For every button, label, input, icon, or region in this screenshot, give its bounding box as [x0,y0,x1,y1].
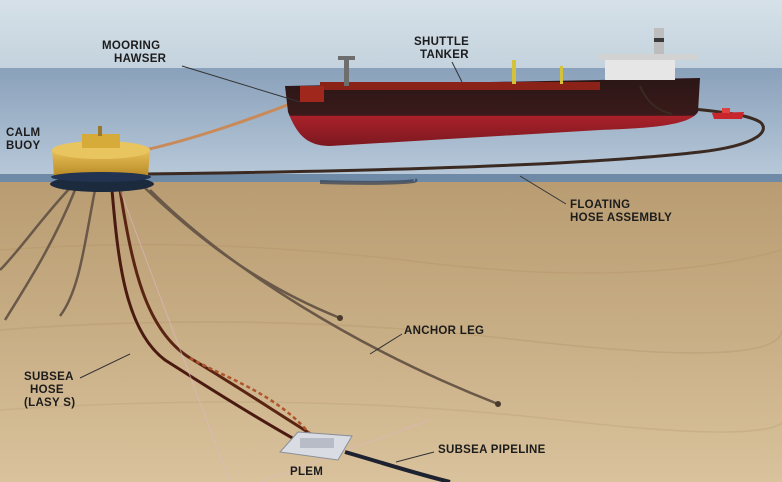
label-anchor-leg: ANCHOR LEG [404,325,484,338]
label-line: HOSE ASSEMBLY [570,212,673,224]
label-line: PLEM [290,466,324,478]
label-mooring-hawser: MOORING HAWSER [102,40,166,66]
buoy-turntable [82,134,120,148]
anchor-leg [149,189,499,406]
label-line: (LASY S) [24,397,76,409]
tanker-bow-house [300,86,324,102]
tanker-mast-top [338,56,355,60]
plem-manifold [300,438,334,448]
seabed-guide [259,419,431,482]
label-calm-buoy: CALM BUOY [6,127,40,153]
label-shuttle-tanker: SHUTTLE TANKER [414,36,469,62]
label-line: TANKER [420,49,469,61]
tanker-funnel-band [654,38,664,42]
anchor-point [495,401,501,407]
shuttle-tanker [285,28,700,146]
label-line: SUBSEA PIPELINE [438,444,546,456]
leader-subsea-pipeline [395,451,435,463]
leader-subsea-hose [79,353,131,379]
anchor-leg [59,189,97,317]
leader-anchor-leg [369,333,403,355]
label-line: CALM [6,127,41,139]
mooring-hawser [144,98,301,152]
seabed-guide [119,189,231,482]
seabed-ripple [0,321,782,354]
label-plem: PLEM [290,466,323,479]
label-floating-hose-assembly: FLOATING HOSE ASSEMBLY [570,199,672,225]
leader-mooring-hawser [181,65,301,103]
anchor-leg [3,189,77,321]
label-line: SUBSEA [24,371,74,383]
tanker-superstructure [605,58,675,80]
buoy-skirt [51,172,151,182]
water-section-edge [0,174,782,182]
tanker-crane [560,66,563,84]
subsea-hose-float [189,356,316,441]
subsea-pipeline [344,450,451,482]
calm-buoy [50,126,154,192]
label-line: BUOY [6,140,41,152]
subsea-hose [110,189,311,450]
label-subsea-hose: SUBSEA HOSE (LASY S) [24,371,75,410]
tanker-bridge-wing [598,54,698,60]
seabed [0,182,782,482]
plem-structure [278,431,353,461]
label-line: ANCHOR LEG [404,325,485,337]
seabed-ripple [0,243,782,274]
tanker-stern-hose [639,85,673,115]
leader-shuttle-tanker [451,61,463,83]
anchor-point [337,315,343,321]
support-boat [712,112,744,119]
support-boat-cabin [722,108,730,113]
label-line: SHUTTLE [414,36,470,48]
label-line: HAWSER [114,53,167,65]
label-line: HOSE [30,384,64,396]
tanker-crane [512,60,516,84]
label-subsea-pipeline: SUBSEA PIPELINE [438,444,546,457]
buoy-top [52,141,150,159]
subsea-hose [118,189,331,448]
buoy-mast [98,126,102,136]
tanker-mast [344,58,349,86]
anchor-leg [0,187,71,271]
label-line: MOORING [102,40,161,52]
leader-floating-hose [519,175,567,205]
seabed-ripple [0,401,782,433]
floating-hose-shadow [319,178,418,185]
label-line: FLOATING [570,199,631,211]
tanker-deck [320,82,600,90]
tanker-hull [285,78,700,146]
